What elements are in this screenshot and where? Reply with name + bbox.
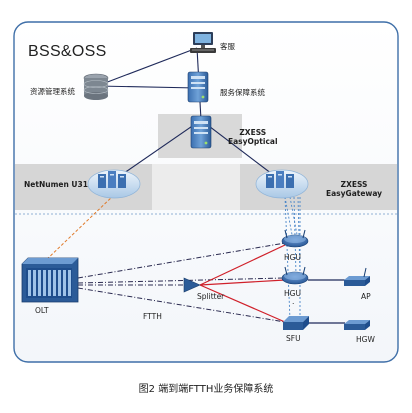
desktop-pc-icon — [190, 32, 216, 53]
sfu-device-icon — [283, 316, 309, 330]
label-dots: . — [292, 297, 295, 306]
upper-links — [96, 47, 281, 181]
olt-chassis-icon — [21, 257, 79, 303]
label-hgw: HGW — [356, 335, 375, 344]
label-customer-service: 客服 — [220, 42, 235, 51]
hgu-top-router-icon — [281, 229, 309, 248]
home-links — [308, 279, 345, 324]
label-ap: AP — [361, 292, 371, 301]
ap-device-icon — [344, 267, 370, 286]
easygateway-cloud-icon — [255, 169, 309, 199]
figure-caption: 图2 端到端FTTH业务保障系统 — [138, 384, 274, 395]
label-zxess-optical: ZXESS EasyOptical — [228, 128, 278, 147]
olt-direct-links — [77, 242, 286, 323]
gateway-fanout — [284, 196, 301, 321]
label-splitter: Splitter — [197, 292, 225, 301]
label-netnumen: NetNumen U31 — [24, 180, 88, 189]
label-olt: OLT — [35, 306, 49, 315]
label-ftth: FTTH — [143, 312, 162, 321]
label-service-assurance: 服务保障系统 — [220, 88, 265, 97]
label-resource-mgmt: 资源管理系统 — [30, 87, 75, 96]
hgw-device-icon — [344, 320, 370, 330]
splitter-icon — [183, 277, 201, 293]
netnumen-cloud-icon — [87, 169, 141, 199]
hgu-mid-router-icon — [281, 266, 309, 285]
label-zxess-gateway: ZXESS EasyGateway — [326, 180, 383, 199]
diagram-title: BSS&OSS — [28, 43, 107, 60]
link-netnumen-olt — [43, 194, 115, 263]
label-hgu-mid: HGU — [284, 289, 301, 298]
label-sfu: SFU — [286, 334, 301, 343]
database-icon — [83, 73, 109, 100]
label-hgu-top: HGU — [284, 253, 301, 262]
server-icon — [187, 71, 209, 103]
easyoptical-server-icon — [190, 115, 212, 149]
splitter-links — [199, 244, 286, 323]
